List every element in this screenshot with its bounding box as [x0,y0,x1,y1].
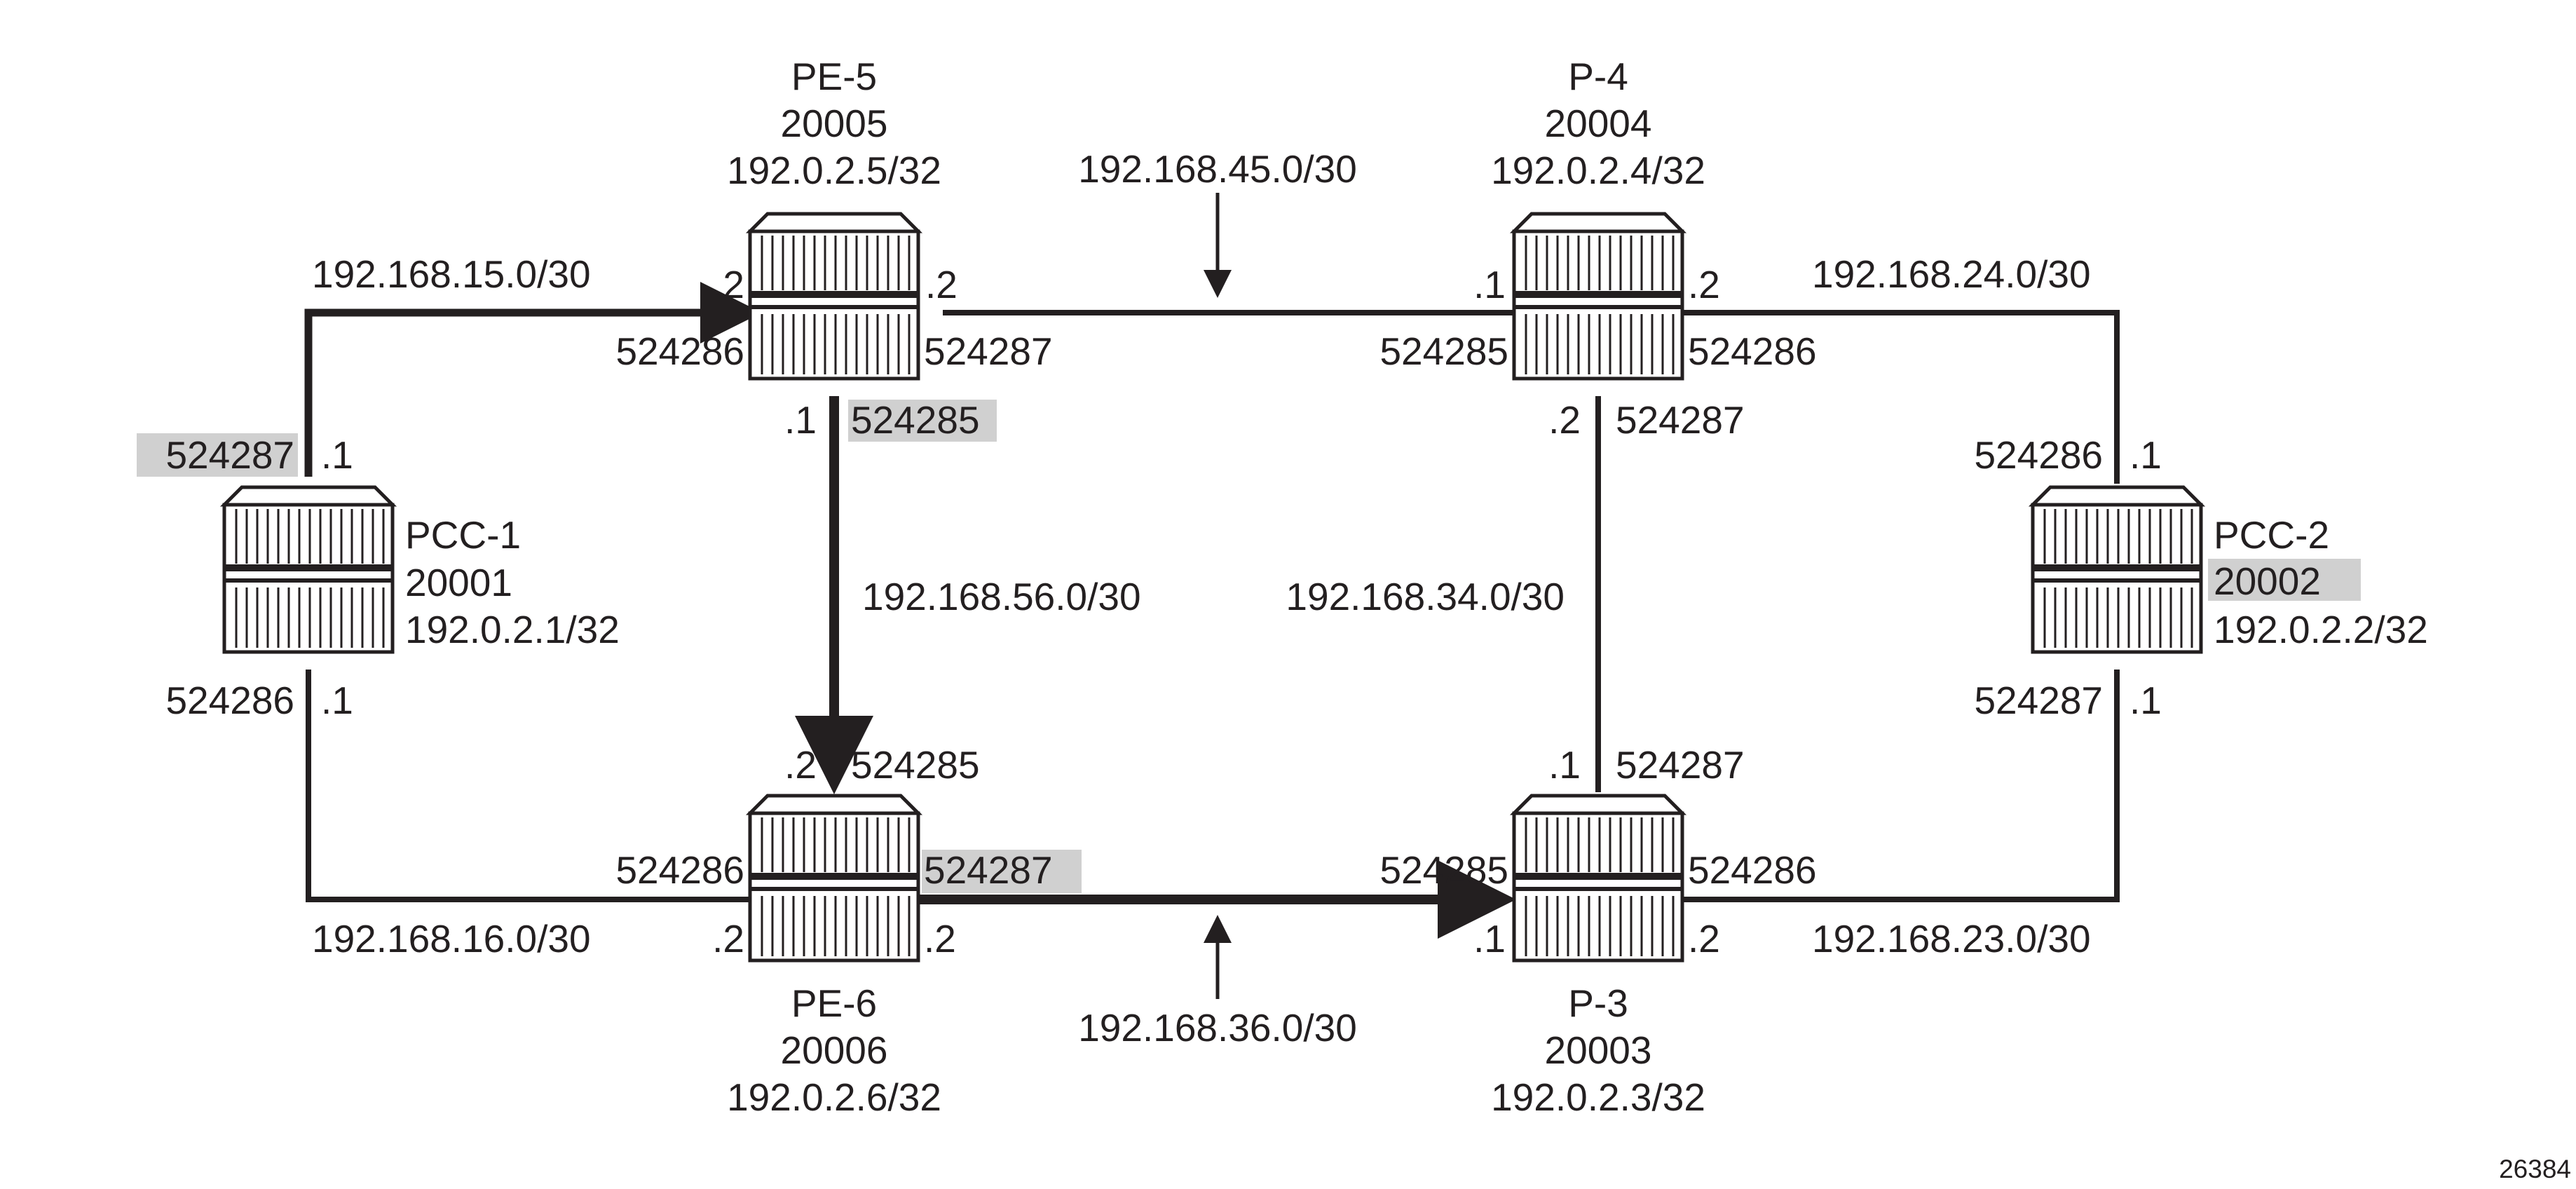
highlight-pe5-down-label [848,400,997,442]
pcc1-sid: 20001 [405,561,512,604]
figure-id: 26384 [2499,1155,2571,1183]
p4-right-ip: .2 [1688,263,1720,306]
pcc1-address: 192.0.2.1/32 [405,608,620,651]
interface-labels: .2 .2 524286 524287 .1 524285 .1 .2 5242… [165,263,2161,960]
pe5-down-label: 524285 [851,398,980,442]
p3-left-label: 524285 [1379,848,1508,892]
routers-layer [224,214,2201,960]
p3-address: 192.0.2.3/32 [1491,1075,1705,1119]
p4-right-label: 524286 [1688,329,1817,373]
link-label-56: 192.168.56.0/30 [862,575,1141,618]
link-p3-pcc2 [1675,670,2120,902]
pe6-right-label: 524287 [924,848,1053,892]
p4-down-ip: .2 [1548,398,1581,442]
p4-address: 192.0.2.4/32 [1491,149,1705,192]
pcc2-up-label: 524286 [1974,433,2103,477]
router-p3-icon [1514,796,1682,960]
pe6-left-ip: .2 [712,917,744,960]
pcc1-up-ip: .1 [321,433,353,477]
p4-sid: 20004 [1545,102,1652,145]
pcc1-up-label: 524287 [165,433,294,477]
links-layer [304,193,2120,999]
pe6-name: PE-6 [791,981,877,1025]
pcc1-down-ip: .1 [321,679,353,722]
link-label-16: 192.168.16.0/30 [312,917,591,960]
link-pcc1-pe6 [306,670,757,902]
p3-left-ip: .1 [1473,917,1506,960]
pcc1-down-label: 524286 [165,679,294,722]
p4-left-label: 524285 [1379,329,1508,373]
router-p4-icon [1514,214,1682,379]
highlight-pe6-right-label [922,850,1082,893]
node-labels: PE-5 20005 192.0.2.5/32 P-4 20004 192.0.… [405,55,2428,1119]
router-pe6-icon [750,796,918,960]
pe5-left-label: 524286 [615,329,744,373]
pe6-left-label: 524286 [615,848,744,892]
highlight-pcc1-up-label [137,433,298,477]
router-pcc1-icon [224,487,393,652]
link-label-36: 192.168.36.0/30 [1078,1006,1357,1049]
pe5-left-ip: .2 [712,263,744,306]
router-pcc2-icon [2033,487,2201,652]
p4-left-ip: .1 [1473,263,1506,306]
p4-name: P-4 [1568,55,1628,98]
link-label-45: 192.168.45.0/30 [1078,147,1357,191]
pcc2-down-label: 524287 [1974,679,2103,722]
pcc1-name: PCC-1 [405,513,521,557]
pcc2-sid: 20002 [2214,559,2321,603]
p3-up-ip: .1 [1548,743,1581,787]
link-p4-pcc2 [1675,310,2120,484]
pe6-up-ip: .2 [784,743,817,787]
pcc2-up-ip: .1 [2129,433,2162,477]
router-pe5-icon [750,214,918,379]
pe5-right-ip: .2 [925,263,958,306]
link-pcc1-pe5 [304,282,762,477]
pcc2-name: PCC-2 [2214,513,2329,557]
highlight-pcc2-sid [2208,559,2361,601]
link-labels: 192.168.15.0/30 192.168.45.0/30 192.168.… [312,147,2091,1049]
pe5-right-label: 524287 [924,329,1053,373]
pcc2-address: 192.0.2.2/32 [2214,608,2428,651]
pe6-sid: 20006 [781,1028,888,1072]
pcc2-down-ip: .1 [2129,679,2162,722]
link-label-24: 192.168.24.0/30 [1812,252,2091,296]
p4-down-label: 524287 [1616,398,1745,442]
link-label-23: 192.168.23.0/30 [1812,917,2091,960]
p3-name: P-3 [1568,981,1628,1025]
link-label-15: 192.168.15.0/30 [312,252,591,296]
pe5-down-ip: .1 [784,398,817,442]
highlight-layer [137,400,2361,893]
link-label-34: 192.168.34.0/30 [1286,575,1565,618]
pe5-sid: 20005 [781,102,888,145]
p3-right-label: 524286 [1688,848,1817,892]
pe6-right-ip: .2 [924,917,956,960]
p3-up-label: 524287 [1616,743,1745,787]
pe5-address: 192.0.2.5/32 [727,149,941,192]
pe6-address: 192.0.2.6/32 [727,1075,941,1119]
pe6-up-label: 524285 [851,743,980,787]
p3-sid: 20003 [1545,1028,1652,1072]
p3-right-ip: .2 [1688,917,1720,960]
pe5-name: PE-5 [791,55,877,98]
